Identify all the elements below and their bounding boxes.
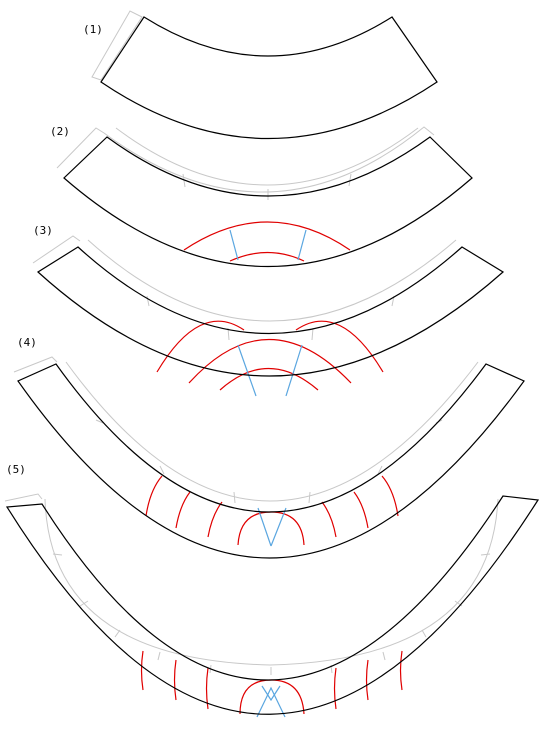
step-label-5: (5): [6, 463, 26, 476]
arc-diagrams: [4, 10, 540, 718]
step-label-4: (4): [17, 336, 37, 349]
diagram-step-1: [91, 10, 438, 140]
diagram-step-3: [32, 235, 505, 397]
diagram-step-5: [4, 493, 540, 718]
diagram-step-4: [13, 356, 525, 559]
diagram-step-2: [56, 126, 473, 267]
step-label-1: (1): [83, 23, 103, 36]
step-label-3: (3): [33, 224, 53, 237]
step-labels: (1) (2) (3) (4) (5): [6, 23, 103, 476]
step-label-2: (2): [50, 125, 70, 138]
